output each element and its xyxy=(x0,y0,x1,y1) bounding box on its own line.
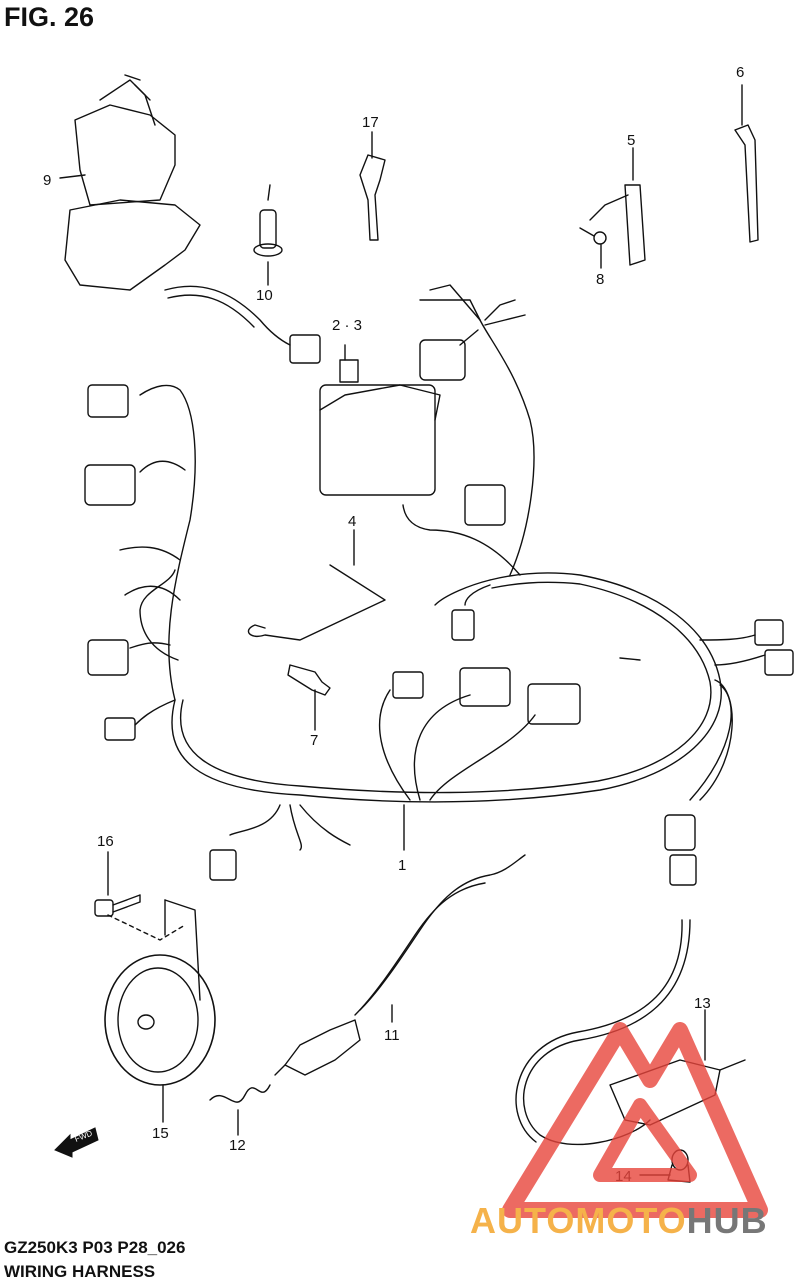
callout-15: 15 xyxy=(152,1125,169,1142)
callout-17: 17 xyxy=(362,114,379,131)
section-name: WIRING HARNESS xyxy=(4,1262,156,1281)
callout-4: 4 xyxy=(348,513,356,530)
callout-16: 16 xyxy=(97,833,114,850)
ignition-lead xyxy=(164,285,291,346)
bolt-10 xyxy=(259,209,277,249)
connector-left-4 xyxy=(104,717,136,741)
callout-12: 12 xyxy=(229,1137,246,1154)
callout-5: 5 xyxy=(627,132,635,149)
connector-lower-1 xyxy=(209,849,237,881)
harness-branch-junction xyxy=(402,504,521,576)
harness-branch-up xyxy=(479,319,535,576)
connector-ign xyxy=(289,334,321,364)
screw-8 xyxy=(593,231,607,245)
connector-mid-2 xyxy=(459,667,511,707)
callout-11: 11 xyxy=(384,1027,400,1044)
watermark-logo-icon xyxy=(502,1022,768,1218)
ignition-switch-9 xyxy=(64,199,201,291)
key-17 xyxy=(359,154,386,241)
callout-1: 1 xyxy=(398,857,406,874)
bracket-5 xyxy=(624,184,646,266)
connector-mid-3 xyxy=(527,683,581,725)
connector-small-mid xyxy=(451,609,475,641)
main-harness xyxy=(171,572,722,803)
main-harness-inner xyxy=(179,581,712,794)
callout-9: 9 xyxy=(43,172,51,189)
connector-left-2 xyxy=(84,464,136,506)
bolt-16 xyxy=(94,899,114,917)
figure-title: FIG. 26 xyxy=(4,2,95,32)
connector-right-1 xyxy=(754,619,784,646)
fwd-arrow-icon: FWD xyxy=(54,1127,99,1158)
screw-7 xyxy=(287,664,331,696)
switch-12 xyxy=(284,1019,361,1076)
connector-left-3 xyxy=(87,639,129,676)
callout-10: 10 xyxy=(256,287,273,304)
model-code: GZ250K3 P03 P28_026 xyxy=(4,1238,186,1257)
horn-15 xyxy=(104,954,216,1086)
spring-12 xyxy=(209,1084,271,1103)
callout-7: 7 xyxy=(310,732,318,749)
watermark-text-main: AUTOMOTO xyxy=(470,1200,687,1241)
fuse-box xyxy=(319,384,436,496)
sensor-cable-13 xyxy=(523,919,691,1146)
part-4-wire xyxy=(247,564,386,641)
callout-6: 6 xyxy=(736,64,744,81)
fuse-2-3 xyxy=(339,359,359,383)
connector-top-1 xyxy=(419,339,466,381)
connector-lower-right-2 xyxy=(669,854,697,886)
rear-harness-11 xyxy=(359,854,526,1011)
tie-6 xyxy=(734,124,759,243)
watermark-text-hub: HUB xyxy=(686,1200,768,1241)
harness-left-main xyxy=(139,384,196,701)
callout-2-3: 2 · 3 xyxy=(332,317,362,334)
watermark-text: AUTOMOTOHUB xyxy=(470,1200,768,1242)
connector-mid-1 xyxy=(392,671,424,699)
connector-right-2 xyxy=(764,649,794,676)
callout-8: 8 xyxy=(596,271,604,288)
connector-left-1 xyxy=(87,384,129,418)
callout-13: 13 xyxy=(694,995,711,1012)
connector-lower-right xyxy=(664,814,696,851)
connector-fusebox-out xyxy=(464,484,506,526)
